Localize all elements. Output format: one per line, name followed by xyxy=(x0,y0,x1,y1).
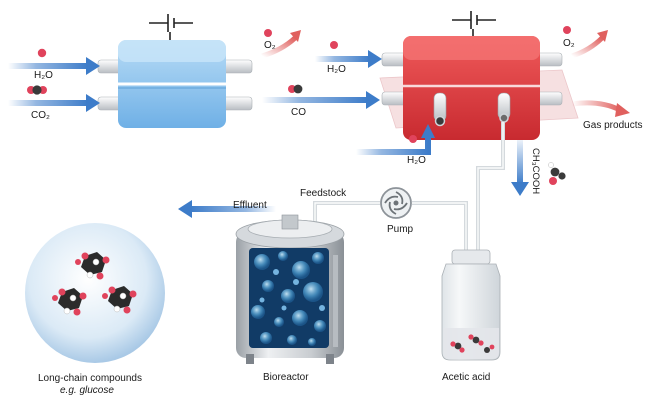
label-eg-glucose: e.g. glucose xyxy=(60,385,114,396)
h2o-molecule-icon xyxy=(409,135,417,143)
glucose-sphere xyxy=(25,223,165,363)
label-co2-in: CO₂ xyxy=(31,110,50,121)
co2-molecule-icon xyxy=(27,85,47,95)
arrow-co-mid xyxy=(262,91,380,109)
arrow-h2o-bottom xyxy=(356,124,435,155)
glucose-molecule-icon xyxy=(102,286,137,314)
acetic-acid-bottle xyxy=(441,249,501,361)
label-h2o-in-left: H₂O xyxy=(34,70,53,81)
left-electrolyzer xyxy=(97,14,253,128)
flow-arrows xyxy=(8,30,630,218)
pump-icon xyxy=(380,187,412,219)
power-source-icon xyxy=(452,11,496,40)
arrow-gas-products xyxy=(571,100,630,117)
molecule-icons xyxy=(27,26,571,185)
label-pump: Pump xyxy=(387,224,414,235)
label-long-chain: Long-chain compounds xyxy=(38,373,142,384)
bioreactor-vessel xyxy=(235,214,345,364)
label-gas-products: Gas products xyxy=(583,120,642,131)
acetic-acid-molecules xyxy=(450,334,495,353)
power-source-icon xyxy=(149,14,193,44)
microbe-bubbles xyxy=(251,251,326,346)
label-h2o-in-right: H₂O xyxy=(327,64,346,75)
label-co-mid: CO xyxy=(291,107,306,118)
ch3cooh-molecule-icon xyxy=(548,162,566,185)
arrow-h2o-in-right xyxy=(315,50,382,68)
label-acetic-acid: Acetic acid xyxy=(442,372,490,383)
label-o2-out-right: O₂ xyxy=(563,38,575,49)
o2-molecule-icon xyxy=(264,29,272,37)
label-ch3cooh: CH₃COOH xyxy=(530,148,541,194)
right-electrolyzer xyxy=(379,11,579,140)
glucose-molecule-icon xyxy=(75,252,110,280)
arrow-ch3cooh xyxy=(511,140,529,196)
label-feedstock: Feedstock xyxy=(300,188,347,199)
label-o2-out-left: O₂ xyxy=(264,40,276,51)
o2-molecule-icon xyxy=(563,26,571,34)
co-molecule-icon xyxy=(288,84,303,94)
arrow-o2-out-right xyxy=(571,30,608,59)
h2o-molecule-icon xyxy=(37,48,47,58)
glucose-molecule-icon xyxy=(52,288,87,316)
label-effluent: Effluent xyxy=(233,200,267,211)
h2o-molecule-icon xyxy=(330,41,338,49)
arrow-effluent xyxy=(178,200,276,218)
label-h2o-bottom: H₂O xyxy=(407,155,426,166)
label-bioreactor: Bioreactor xyxy=(263,372,309,383)
arrow-h2o-in-left xyxy=(8,57,100,75)
arrow-o2-out-left xyxy=(261,30,301,59)
labels: H₂O CO₂ O₂ H₂O CO O₂ H₂O Gas products CH… xyxy=(31,38,642,396)
arrow-co2-in xyxy=(8,94,100,112)
